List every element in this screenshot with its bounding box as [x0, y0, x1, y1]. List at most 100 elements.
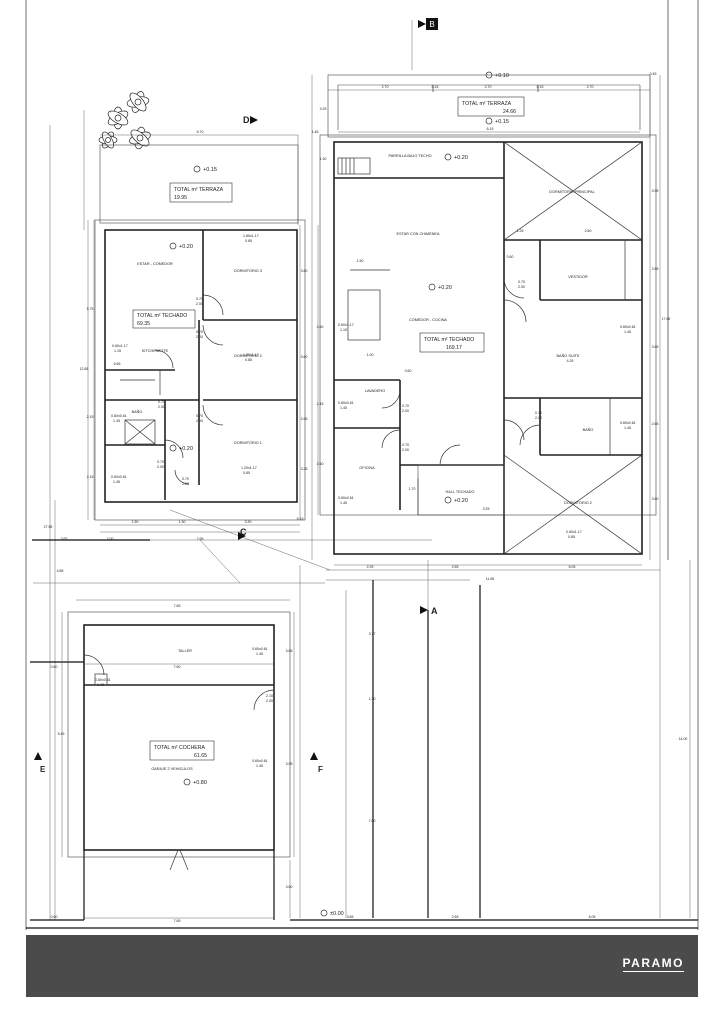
- left-wing-walls: [94, 219, 306, 521]
- svg-text:3.95: 3.95: [652, 189, 659, 193]
- svg-text:1.50: 1.50: [357, 259, 364, 263]
- svg-text:+0.20: +0.20: [454, 498, 468, 504]
- svg-text:0.60x0.61: 0.60x0.61: [620, 421, 636, 425]
- room-label: KITCHENETTE: [142, 349, 169, 353]
- svg-text:2.00: 2.00: [158, 405, 165, 409]
- svg-text:0.60x0.61: 0.60x0.61: [111, 414, 127, 418]
- svg-text:2.25: 2.25: [367, 565, 374, 569]
- level-marker: ±0.00: [320, 909, 344, 917]
- svg-text:27.55: 27.55: [44, 525, 53, 529]
- room-label: COMEDOR - COCINA: [409, 318, 447, 322]
- area-box-techado-left: TOTAL m² TECHADO 69.35: [132, 309, 196, 329]
- room-label: DORMITORIO 2: [234, 354, 262, 358]
- svg-text:0.60x0.61: 0.60x0.61: [252, 759, 268, 763]
- area-box-cochera: TOTAL m² COCHERA 61.65: [149, 740, 215, 761]
- svg-text:2.70: 2.70: [587, 85, 594, 89]
- svg-text:+0.15: +0.15: [203, 167, 217, 173]
- svg-text:3.25: 3.25: [301, 467, 308, 471]
- svg-text:2.70: 2.70: [382, 85, 389, 89]
- svg-text:1.00: 1.00: [367, 353, 374, 357]
- svg-text:1.45: 1.45: [624, 426, 631, 430]
- svg-text:6.15: 6.15: [487, 127, 494, 131]
- svg-text:2.00: 2.00: [402, 409, 409, 413]
- svg-text:+0.15: +0.15: [495, 119, 509, 125]
- svg-text:3.25: 3.25: [320, 107, 327, 111]
- room-labels: ESTAR - COMEDOR DORMITORIO 3 DORMITORIO …: [132, 154, 595, 771]
- svg-text:0.60: 0.60: [51, 915, 58, 919]
- svg-text:TOTAL m² TERRAZA: TOTAL m² TERRAZA: [174, 187, 224, 193]
- level-marker: +0.20: [169, 242, 193, 250]
- svg-text:1.20x1.17: 1.20x1.17: [243, 353, 259, 357]
- svg-text:2.85: 2.85: [652, 267, 659, 271]
- svg-text:F: F: [318, 765, 323, 774]
- level-marker: +0.20: [444, 153, 468, 161]
- room-label: OFICINA: [359, 466, 375, 470]
- svg-text:11.65: 11.65: [486, 577, 495, 581]
- svg-text:D: D: [243, 115, 250, 125]
- svg-text:7.65: 7.65: [174, 604, 181, 608]
- room-label: BAÑO: [132, 409, 143, 414]
- svg-text:0.85: 0.85: [245, 358, 252, 362]
- svg-text:4.25: 4.25: [567, 359, 574, 363]
- svg-text:TOTAL m² COCHERA: TOTAL m² COCHERA: [154, 745, 205, 751]
- main-house-walls: [319, 74, 657, 555]
- svg-text:7.65: 7.65: [197, 537, 204, 541]
- svg-text:0.70: 0.70: [196, 297, 203, 301]
- section-marker-b: B: [418, 18, 438, 30]
- svg-text:+0.10: +0.10: [495, 73, 509, 79]
- svg-text:2.00: 2.00: [518, 285, 525, 289]
- svg-text:3.65: 3.65: [61, 537, 68, 541]
- svg-text:0.60: 0.60: [507, 255, 514, 259]
- tree-cluster-icon: [98, 91, 151, 150]
- svg-text:B: B: [429, 20, 434, 29]
- svg-text:+0.20: +0.20: [179, 244, 193, 250]
- svg-text:5.45: 5.45: [58, 732, 65, 736]
- svg-text:12.65: 12.65: [80, 367, 89, 371]
- svg-text:6.05: 6.05: [589, 915, 596, 919]
- svg-text:69.35: 69.35: [137, 321, 150, 327]
- room-label: DORMITORIO 3: [234, 269, 262, 273]
- svg-text:2.45: 2.45: [317, 402, 324, 406]
- svg-text:3.25: 3.25: [483, 507, 490, 511]
- door-labels: 0.702.00 0.702.00 0.702.00 0.702.00 0.70…: [157, 280, 542, 703]
- sheet-frame: [25, 0, 699, 930]
- dimension-texts: 2.70 0.15 2.70 0.15 2.70 6.15 6.70 1.45 …: [44, 72, 688, 923]
- svg-text:0.85: 0.85: [245, 239, 252, 243]
- section-marker-e: E: [34, 752, 46, 774]
- svg-text:3.60: 3.60: [286, 885, 293, 889]
- window-labels: 1.80x1.170.85 1.20x1.170.85 1.20x1.170.8…: [95, 234, 636, 768]
- level-marker: +0.20: [428, 283, 452, 291]
- svg-text:+0.20: +0.20: [438, 285, 452, 291]
- svg-text:3.60: 3.60: [317, 462, 324, 466]
- room-label: ESTAR - COMEDOR: [137, 262, 173, 266]
- level-marker: +0.20: [169, 444, 193, 452]
- svg-text:3.65: 3.65: [286, 649, 293, 653]
- level-marker: +0.15: [193, 165, 217, 173]
- svg-text:±0.00: ±0.00: [330, 911, 344, 917]
- svg-text:3.60: 3.60: [301, 355, 308, 359]
- svg-text:19.95: 19.95: [174, 195, 187, 201]
- svg-text:2.15: 2.15: [87, 475, 94, 479]
- svg-text:7.65: 7.65: [174, 919, 181, 923]
- svg-text:2.00: 2.00: [196, 419, 203, 423]
- svg-text:1.15: 1.15: [114, 349, 121, 353]
- svg-text:0.60x0.61: 0.60x0.61: [620, 325, 636, 329]
- room-label: TALLER: [178, 649, 192, 653]
- svg-text:1.45: 1.45: [624, 330, 631, 334]
- svg-text:3.60: 3.60: [317, 325, 324, 329]
- svg-text:0.60: 0.60: [51, 665, 58, 669]
- svg-text:E: E: [40, 765, 46, 774]
- svg-text:0.45: 0.45: [650, 72, 657, 76]
- svg-text:1.30: 1.30: [320, 157, 327, 161]
- area-box-techado-right: TOTAL m² TECHADO 169.17: [419, 332, 485, 353]
- svg-text:1.80x1.17: 1.80x1.17: [243, 234, 259, 238]
- footer-bar: PARAMO: [26, 935, 698, 997]
- svg-text:1.45: 1.45: [340, 406, 347, 410]
- svg-text:0.70: 0.70: [158, 400, 165, 404]
- svg-text:2.10: 2.10: [266, 694, 273, 698]
- svg-text:1.15: 1.15: [340, 328, 347, 332]
- level-marker: +0.15: [485, 117, 509, 125]
- room-label: BAÑO SUITE: [557, 353, 580, 358]
